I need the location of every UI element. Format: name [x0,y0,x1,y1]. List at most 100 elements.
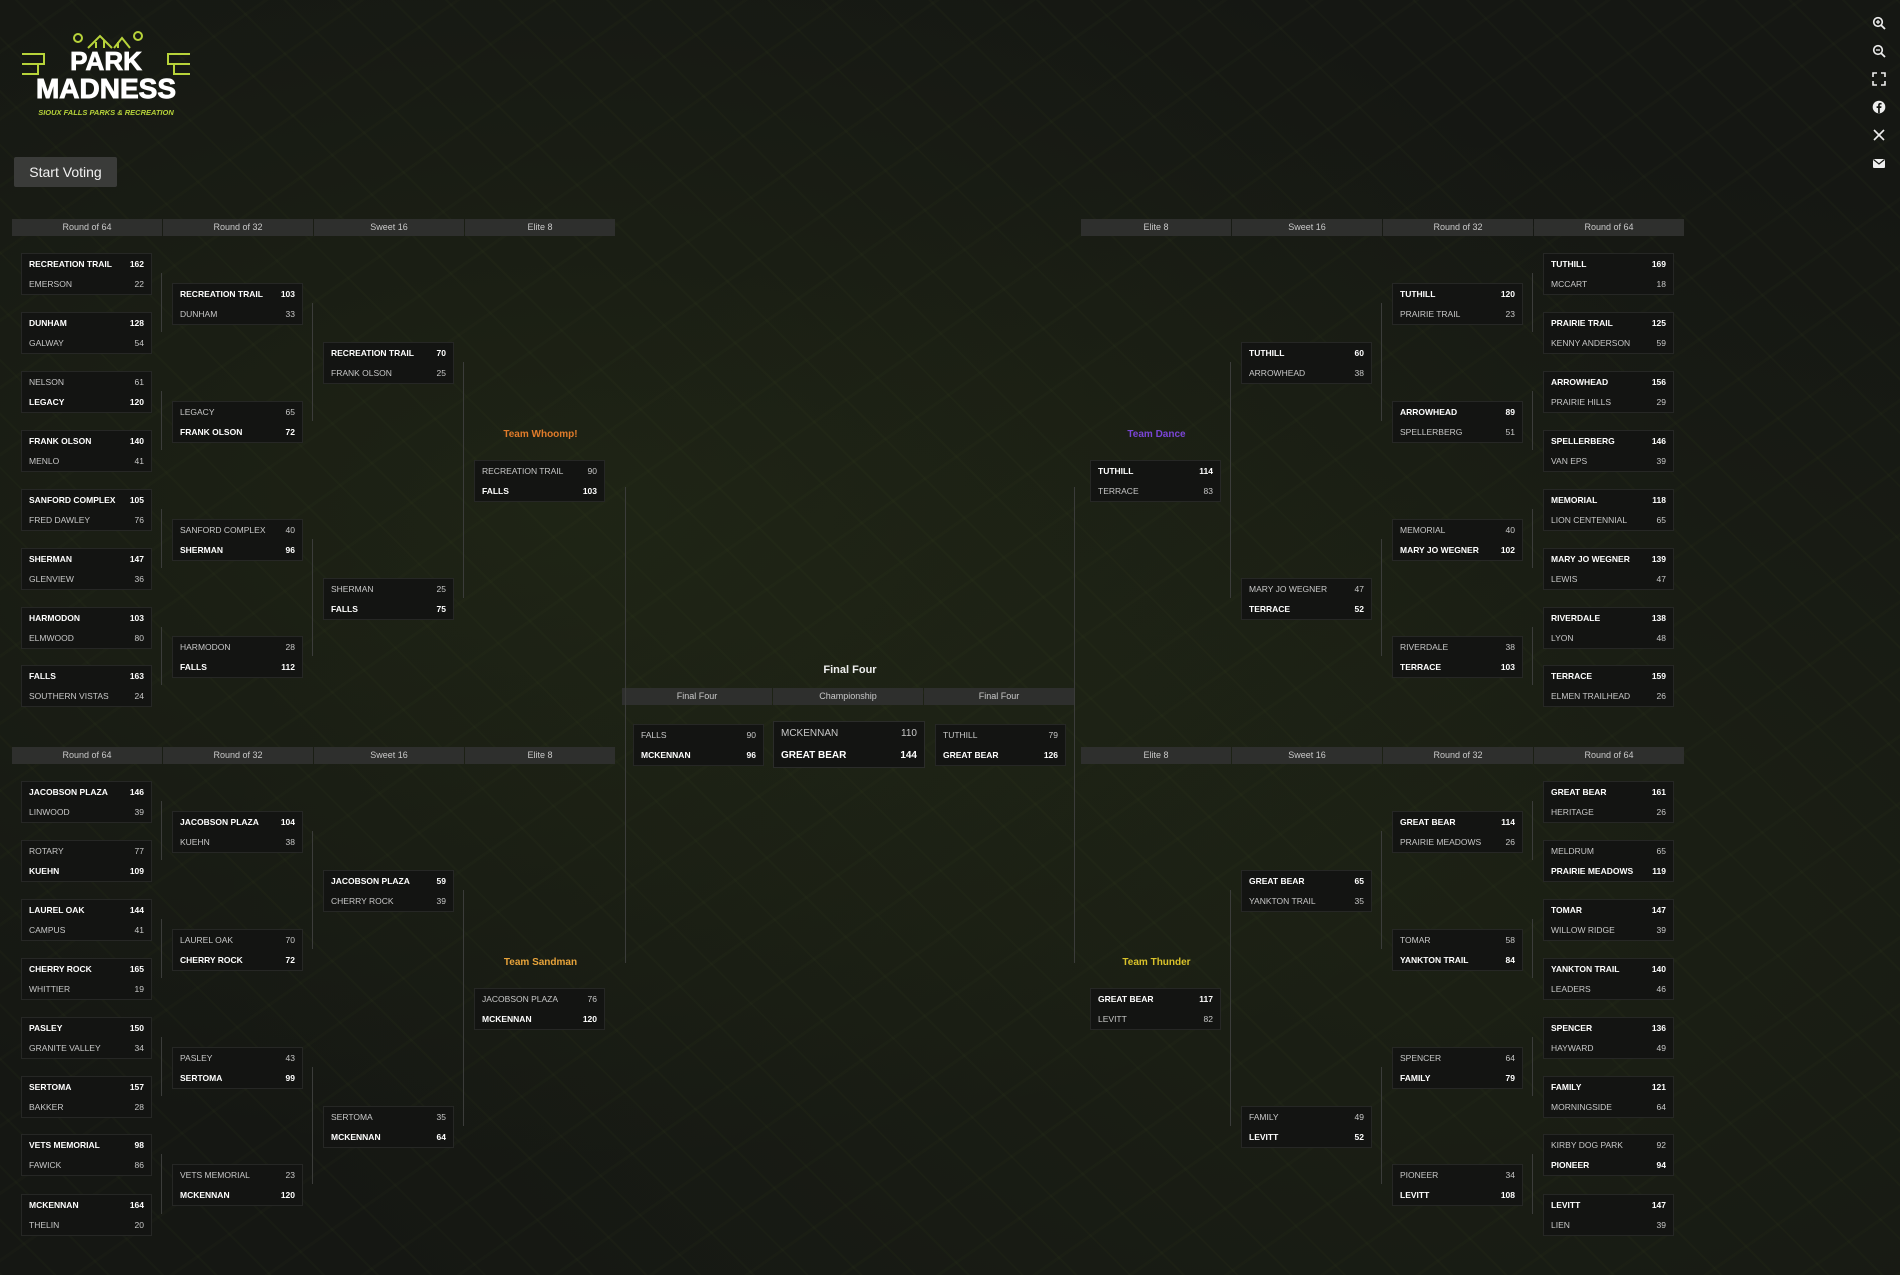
start-voting-button[interactable]: Start Voting [14,157,117,187]
email-icon[interactable] [1868,152,1890,174]
championship-team-row[interactable]: GREAT BEAR 144 [774,744,924,766]
fullscreen-icon[interactable] [1868,68,1890,90]
zoom-in-icon[interactable] [1868,12,1890,34]
